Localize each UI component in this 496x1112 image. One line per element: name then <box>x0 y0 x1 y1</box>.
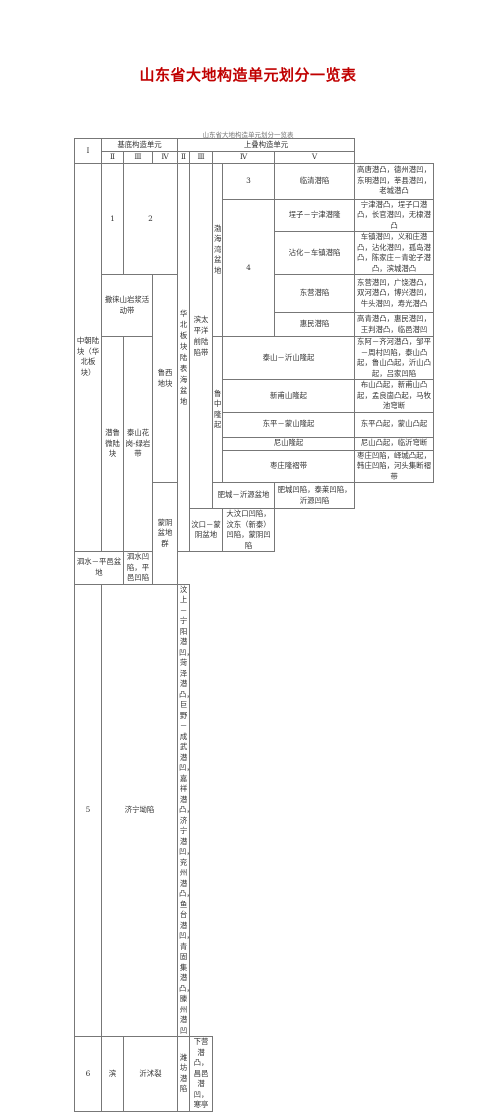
unit-zaozhuang: 枣庄隆褶带 <box>222 449 356 483</box>
unit-sishui-detail: 泗水凹陷，平邑凹陷 <box>123 551 153 585</box>
unit-yishu-rift: 沂沭裂 <box>122 1036 179 1112</box>
unit-luzhong-uplift: 鲁中隆起 <box>212 336 224 483</box>
unit-luxi-block: 鲁西地块 <box>151 274 179 483</box>
unit-nishan-detail: 尼山凸起，临沂穹断 <box>354 436 434 451</box>
unit-nishan: 尼山隆起 <box>222 436 356 451</box>
cell-index-3: 3 <box>222 162 276 200</box>
unit-taishan-yishan: 泰山－沂山隆起 <box>222 336 356 380</box>
unit-xinfu-detail: 布山凸起，新甫山凸起，孟良崮凸起，马牧池穹断 <box>354 379 434 413</box>
header-level-1: Ⅰ <box>74 138 102 164</box>
cell-index-4: 4 <box>222 198 276 337</box>
unit-weifang: 潍坊潜陷 <box>177 1036 191 1112</box>
unit-huimin-detail: 高青潜凸，惠民潜凹，王判潜凸，临邑潜凹 <box>354 312 434 337</box>
header-super-level-2: Ⅱ <box>177 151 191 164</box>
unit-bin-short: 滨 <box>101 1036 124 1112</box>
unit-weifang-detail: 下营潜凸，昌邑潜凹，寒亭 <box>189 1036 214 1112</box>
header-super-level-4: Ⅳ <box>212 151 276 164</box>
unit-wenkou-detail: 大汶口凹陷，汶东（新泰）凹陷，蒙阴凹陷 <box>222 508 276 552</box>
unit-xinfu: 新甫山隆起 <box>222 379 356 413</box>
header-super-level-5: Ⅴ <box>274 151 356 164</box>
cell-index-2: 2 <box>122 162 179 275</box>
unit-feicheng: 肥城－沂源盆地 <box>212 482 276 509</box>
header-super-level-3: Ⅲ <box>189 151 214 164</box>
header-base-level-2: Ⅱ <box>101 151 124 164</box>
unit-feicheng-detail: 肥城凹陷，泰莱凹陷，沂源凹陷 <box>274 482 356 509</box>
unit-dongying-detail: 东营潜凹，广饶潜凸，双河潜凸，博兴潜凹，牛头潜凹，寿光潜凸 <box>354 274 434 313</box>
unit-wenkou: 汶口－蒙阴盆地 <box>189 508 224 552</box>
unit-zaozhuang-detail: 枣庄凹陷，峄城凸起，韩庄凹陷，河头集断褶带 <box>354 449 434 483</box>
unit-taishan-yishan-detail: 东阿－齐河潜凸，邹平－周村凹陷，泰山凸起，鲁山凸起，沂山凸起，吕家凹陷 <box>354 336 434 380</box>
unit-sishui: 泗水－平邑盆地 <box>74 551 124 585</box>
unit-jining-detail: 汶上－宁阳潜凹，菏泽潜凸，巨野－成武潜凹，嘉祥潜凸，济宁潜凹，兖州潜凸，鱼台潜凹… <box>177 583 194 1037</box>
unit-bintai-foreland: 滨太平洋前陆陷带 <box>189 162 214 509</box>
unit-zhanhua: 沾化－车镇潜陷 <box>274 231 356 275</box>
unit-cuolai-magmatic: 撒徕山岩浆活动带 <box>101 274 153 337</box>
unit-linqing-detail: 高唐潜凸，德州潜凹，东明潜凹，莘县潜凹，老城潜凸 <box>354 162 434 200</box>
cell-index-5: 5 <box>74 583 102 1037</box>
unit-zhongchao: 中朝陆块（华北板块） <box>74 162 102 552</box>
tectonic-unit-table: Ⅰ 基底构造单元 上叠构造单元 Ⅱ Ⅲ Ⅳ Ⅱ Ⅲ Ⅳ Ⅴ 中朝陆块（华北板块）… <box>74 138 434 1112</box>
unit-linqing: 临清潜陷 <box>274 162 356 200</box>
unit-dongping: 东平－蒙山隆起 <box>222 411 356 438</box>
header-base-level-3: Ⅲ <box>123 151 153 164</box>
unit-chengning-detail: 宁津潜凸，埕子口潜凸，长官潜凹，无棣潜凸 <box>354 198 434 232</box>
table-caption: 山东省大地构造单元划分一览表 <box>202 131 294 139</box>
page-title: 山东省大地构造单元划分一览表 <box>139 66 357 84</box>
unit-chengning: 埕子－宁津潜隆 <box>274 198 356 232</box>
unit-dongying: 东营潜陷 <box>274 274 356 313</box>
header-superposed-units: 上叠构造单元 <box>177 138 356 152</box>
unit-huimin: 惠民潜陷 <box>274 312 356 337</box>
unit-mengyin-basins: 蒙阴盆地群 <box>151 482 179 585</box>
cell-index-6: 6 <box>74 1036 102 1112</box>
unit-huabei-basin: 华北板块陆表海盆地 <box>177 162 191 552</box>
unit-bohaiwan-basin: 渤海湾盆地 <box>212 162 224 337</box>
unit-zhanhua-detail: 车镇潜凹，义和庄潜凸，沾化潜凹，孤岛潜凸，陈家庄－青驼子潜凸，滨城潜凸 <box>354 231 434 275</box>
cell-index-1: 1 <box>101 162 124 275</box>
unit-luxi-microcontinent: 潜鲁微陆块 <box>101 336 124 552</box>
header-base-units: 基底构造单元 <box>100 138 179 152</box>
unit-jining-depression: 济宁坳陷 <box>100 583 179 1037</box>
unit-dongping-detail: 东平凸起，蒙山凸起 <box>354 411 434 438</box>
unit-taishan-greenstone: 泰山花岗-绿岩带 <box>123 336 153 552</box>
header-base-level-4: Ⅳ <box>151 151 179 164</box>
